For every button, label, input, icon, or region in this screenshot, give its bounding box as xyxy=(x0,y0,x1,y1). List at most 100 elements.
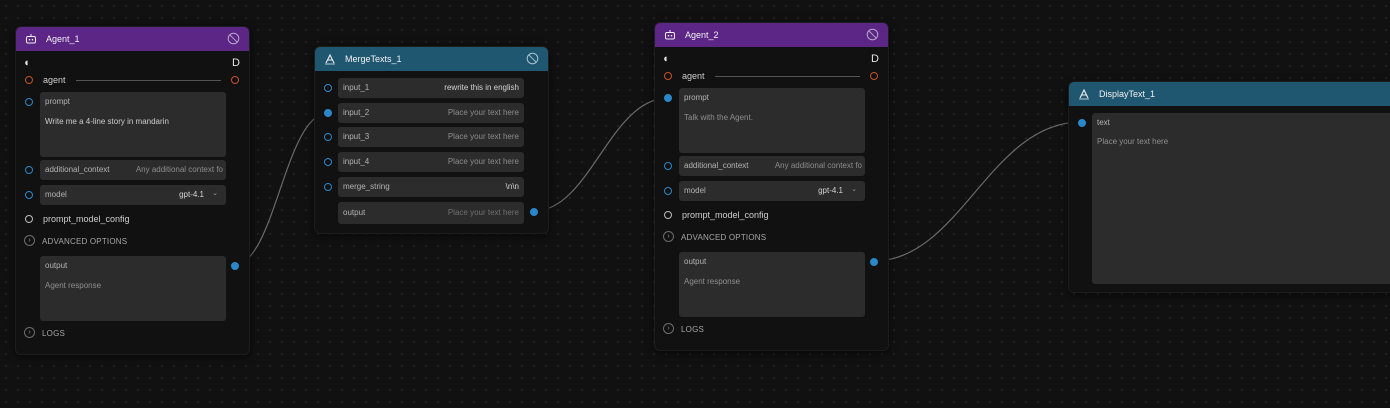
output-field[interactable]: output Agent response xyxy=(40,256,226,321)
logs-toggle[interactable]: LOGS xyxy=(42,329,66,338)
prompt-port[interactable] xyxy=(25,98,33,106)
node-title: Agent_2 xyxy=(685,30,719,40)
prompt-model-config-label: prompt_model_config xyxy=(682,210,769,220)
additional-context-input[interactable]: additional_context Any additional contex… xyxy=(679,156,865,176)
edge-agent2-to-display xyxy=(873,121,1082,262)
model-port[interactable] xyxy=(664,187,672,195)
logs-toggle[interactable]: LOGS xyxy=(681,325,705,334)
chevron-down-icon: ⌄ xyxy=(212,190,218,197)
model-port[interactable] xyxy=(25,191,33,199)
model-select[interactable]: model gpt-4.1 ⌄ xyxy=(679,181,865,201)
input-4-field[interactable]: input_4 Place your text here xyxy=(338,152,524,172)
robot-icon xyxy=(24,32,38,46)
prompt-label: prompt xyxy=(45,97,70,106)
prompt-value: Write me a 4-line story in mandarin xyxy=(45,117,169,126)
merge-output-field[interactable]: output Place your text here xyxy=(338,202,524,224)
prompt-model-config-port[interactable] xyxy=(664,211,672,219)
agent-node-2[interactable]: Agent_2 ◖ D agent prompt Talk with the A… xyxy=(654,22,889,351)
agent-label: agent xyxy=(682,71,705,81)
node-title: Agent_1 xyxy=(46,34,80,44)
additional-context-port[interactable] xyxy=(664,162,672,170)
edge-merge-to-agent2 xyxy=(533,97,669,212)
merge-string-port[interactable] xyxy=(324,183,332,191)
output-label: output xyxy=(45,261,68,270)
input-3-label: input_3 xyxy=(343,132,370,141)
merge-node-header[interactable]: MergeTexts_1 xyxy=(315,47,548,71)
output-port[interactable] xyxy=(530,208,538,216)
output-field[interactable]: output Agent response xyxy=(679,252,865,317)
input-handle-icon[interactable]: ◖ xyxy=(662,53,669,65)
input-1-label: input_1 xyxy=(343,83,370,92)
agent-node-header[interactable]: Agent_1 xyxy=(16,27,249,51)
model-value: gpt-4.1 xyxy=(179,190,204,199)
robot-icon xyxy=(663,28,677,42)
chevron-right-icon[interactable]: › xyxy=(24,327,35,338)
merge-string-label: merge_string xyxy=(343,182,390,191)
input-4-placeholder: Place your text here xyxy=(447,157,519,166)
additional-context-placeholder: Any additional context fo xyxy=(774,161,862,170)
model-label: model xyxy=(684,186,706,195)
display-text-area[interactable]: text Place your text here xyxy=(1092,113,1390,284)
input-2-port[interactable] xyxy=(324,109,332,117)
output-label: output xyxy=(684,257,707,266)
divider xyxy=(76,80,221,81)
agent-port[interactable] xyxy=(25,76,33,84)
chevron-right-icon[interactable]: › xyxy=(663,323,674,334)
output-placeholder: Agent response xyxy=(684,277,741,286)
text-label: text xyxy=(1097,118,1110,127)
input-2-field[interactable]: input_2 Place your text here xyxy=(338,103,524,123)
input-1-port[interactable] xyxy=(324,84,332,92)
text-placeholder: Place your text here xyxy=(1097,137,1169,146)
output-label: output xyxy=(343,208,366,217)
node-title: MergeTexts_1 xyxy=(345,54,402,64)
output-port[interactable] xyxy=(231,262,239,270)
input-3-port[interactable] xyxy=(324,133,332,141)
chevron-down-icon: ⌄ xyxy=(851,186,857,193)
prompt-field[interactable]: prompt Talk with the Agent. xyxy=(679,88,865,153)
input-4-label: input_4 xyxy=(343,157,370,166)
agent-port[interactable] xyxy=(664,72,672,80)
divider xyxy=(715,76,860,77)
prompt-placeholder: Talk with the Agent. xyxy=(684,113,753,122)
output-placeholder: Place your text here xyxy=(447,208,519,217)
merge-string-field[interactable]: merge_string \n\n xyxy=(338,177,524,197)
model-select[interactable]: model gpt-4.1 ⌄ xyxy=(40,185,226,205)
agent-output-port[interactable] xyxy=(231,76,239,84)
model-value: gpt-4.1 xyxy=(818,186,843,195)
input-handle-icon[interactable]: ◖ xyxy=(23,57,30,69)
agent-label: agent xyxy=(43,75,66,85)
chevron-right-icon[interactable]: › xyxy=(24,235,35,246)
input-2-placeholder: Place your text here xyxy=(447,108,519,117)
input-2-label: input_2 xyxy=(343,108,370,117)
display-text-node[interactable]: DisplayText_1 text Place your text here xyxy=(1068,81,1390,293)
advanced-options-toggle[interactable]: ADVANCED OPTIONS xyxy=(42,237,128,246)
merge-texts-node[interactable]: MergeTexts_1 input_1 rewrite this in eng… xyxy=(314,46,549,234)
prompt-port[interactable] xyxy=(664,94,672,102)
advanced-options-toggle[interactable]: ADVANCED OPTIONS xyxy=(681,233,767,242)
output-handle-icon[interactable]: D xyxy=(871,53,879,65)
input-1-value: rewrite this in english xyxy=(444,83,519,92)
additional-context-input[interactable]: additional_context Any additional contex… xyxy=(40,160,226,180)
disable-icon[interactable] xyxy=(866,28,879,41)
input-3-field[interactable]: input_3 Place your text here xyxy=(338,127,524,147)
agent-node-1[interactable]: Agent_1 ◖ D agent prompt Write me a 4-li… xyxy=(15,26,250,355)
chevron-right-icon[interactable]: › xyxy=(663,231,674,242)
output-handle-icon[interactable]: D xyxy=(232,57,240,69)
additional-context-port[interactable] xyxy=(25,166,33,174)
agent-output-port[interactable] xyxy=(870,72,878,80)
text-port[interactable] xyxy=(1078,119,1086,127)
prompt-field[interactable]: prompt Write me a 4-line story in mandar… xyxy=(40,92,226,157)
additional-context-label: additional_context xyxy=(684,161,749,170)
additional-context-label: additional_context xyxy=(45,165,110,174)
disable-icon[interactable] xyxy=(227,32,240,45)
prompt-model-config-label: prompt_model_config xyxy=(43,214,130,224)
disable-icon[interactable] xyxy=(526,52,539,65)
merge-string-value: \n\n xyxy=(505,182,519,191)
text-icon xyxy=(1077,87,1091,101)
display-node-header[interactable]: DisplayText_1 xyxy=(1069,82,1390,106)
input-1-field[interactable]: input_1 rewrite this in english xyxy=(338,78,524,98)
output-port[interactable] xyxy=(870,258,878,266)
agent-node-header[interactable]: Agent_2 xyxy=(655,23,888,47)
prompt-model-config-port[interactable] xyxy=(25,215,33,223)
input-4-port[interactable] xyxy=(324,158,332,166)
